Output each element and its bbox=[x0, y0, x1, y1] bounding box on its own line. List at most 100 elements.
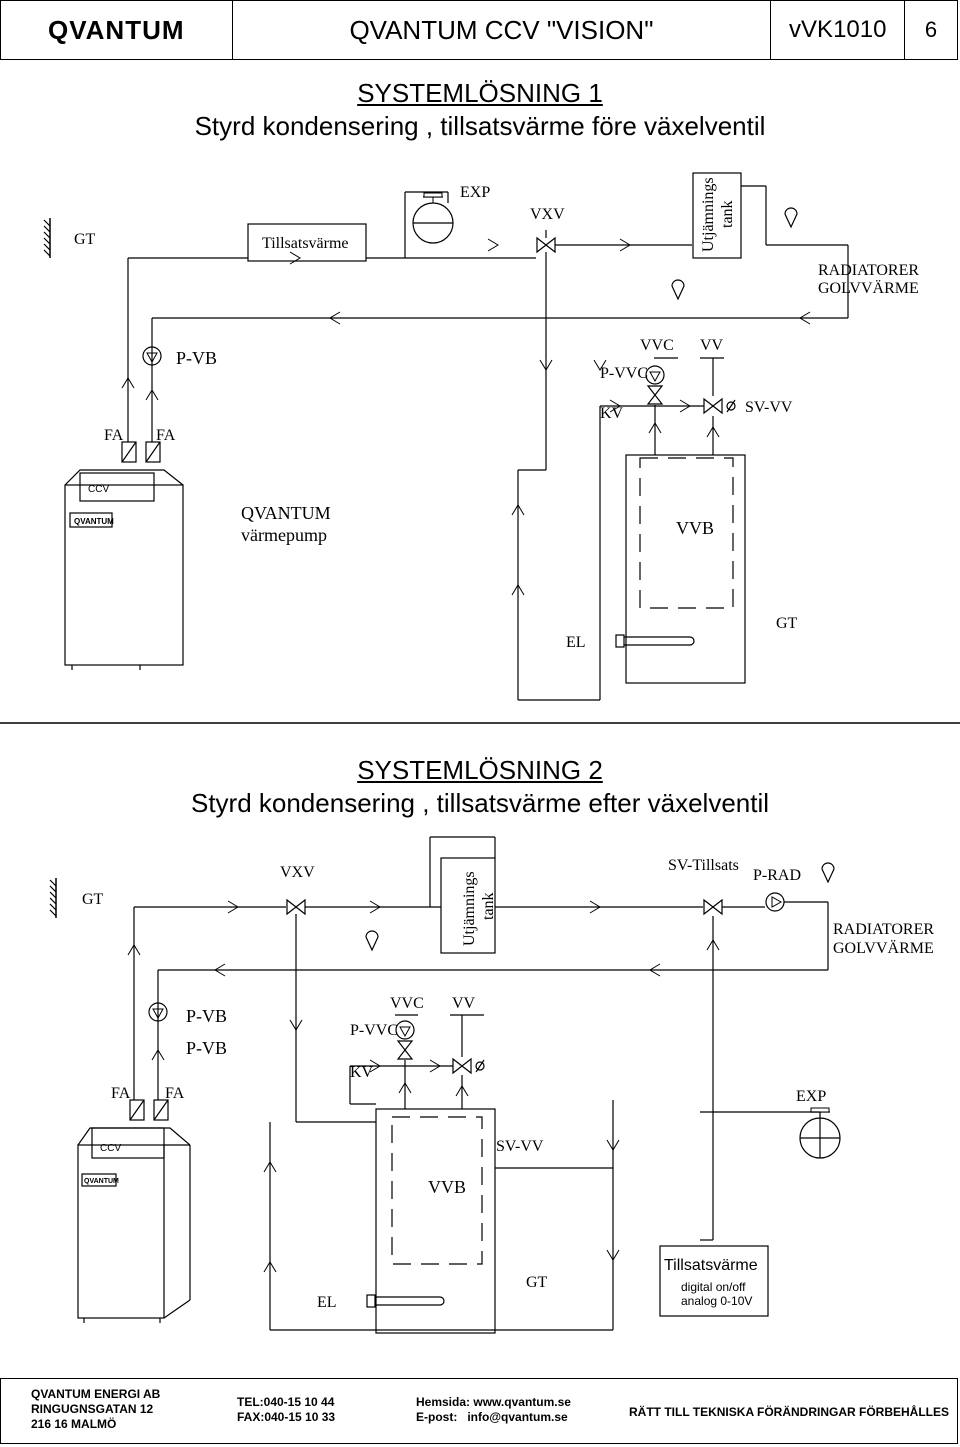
s1-label-gt-outdoor: GT bbox=[74, 231, 96, 248]
s2-label-pvb-1: P-VB bbox=[186, 1006, 227, 1026]
s2-utjamnings-tank bbox=[440, 857, 496, 954]
s1-label-fa-2: FA bbox=[156, 427, 176, 444]
s2-label-brand: QVANTUM bbox=[84, 1178, 119, 1185]
s2-label-fa-2: FA bbox=[165, 1085, 185, 1102]
s2-label-vvb: VVB bbox=[428, 1177, 466, 1197]
s1-label-exp: EXP bbox=[460, 184, 490, 201]
footer-company: QVANTUM ENERGI AB bbox=[31, 1387, 161, 1401]
system2-subtitle: Styrd kondensering , tillsatsvärme efter… bbox=[190, 788, 770, 818]
footer-web-link[interactable]: www.qvantum.se bbox=[473, 1395, 571, 1409]
prad-pump-icon bbox=[765, 892, 785, 912]
s2-label-tank: tank bbox=[480, 892, 497, 920]
s2-label-golvvarme: GOLVVÄRME bbox=[833, 939, 934, 957]
vxv-valve-icon bbox=[536, 237, 556, 253]
header-title: QVANTUM CCV "VISION" bbox=[349, 14, 654, 45]
s1-label-vxv: VXV bbox=[530, 206, 565, 223]
vvb-tank bbox=[625, 454, 746, 684]
footer-mail-label: E-post: bbox=[416, 1410, 458, 1424]
footer-address: QVANTUM ENERGI AB RINGUGNSGATAN 12 216 1… bbox=[31, 1387, 160, 1432]
footer-street: RINGUGNSGATAN 12 bbox=[31, 1402, 154, 1416]
s2-vvb-tank bbox=[375, 1108, 496, 1334]
system2-title: SYSTEMLÖSNING 2 bbox=[357, 755, 603, 785]
s2-vxv-valve-icon bbox=[286, 899, 306, 915]
tank-temp-sensor-icon bbox=[784, 207, 798, 228]
s2-return-sensor-icon bbox=[365, 930, 379, 951]
system2-diagram bbox=[49, 836, 841, 1334]
header-title-cell: QVANTUM CCV "VISION" bbox=[233, 1, 772, 59]
system1-title: SYSTEMLÖSNING 1 bbox=[357, 78, 603, 108]
s1-label-pvb: P-VB bbox=[176, 348, 217, 368]
s2-label-radiatorer: RADIATORER bbox=[833, 921, 934, 938]
s1-label-pvvc: P-VVC bbox=[600, 365, 648, 382]
s2-label-el: EL bbox=[317, 1294, 337, 1311]
header-logo-cell: QVANTUM bbox=[1, 1, 233, 59]
s1-label-ccv: CCV bbox=[88, 484, 109, 495]
s2-vvc-check-icon bbox=[397, 1040, 413, 1060]
s2-label-ccv: CCV bbox=[100, 1143, 121, 1154]
heatpump-cabinet bbox=[64, 484, 184, 666]
s2-radiator-sensor-icon bbox=[821, 862, 835, 883]
s2-label-vvc: VVC bbox=[390, 995, 424, 1012]
svvv-mixing-valve-icon bbox=[703, 398, 723, 414]
header-page-number: 6 bbox=[924, 17, 938, 42]
system1-diagram bbox=[43, 172, 849, 701]
footer-web: Hemsida: www.qvantum.se E-post: info@qva… bbox=[416, 1395, 571, 1425]
s2-tillsatsvarme-box bbox=[659, 1245, 769, 1317]
s2-pvvc-pump-icon bbox=[395, 1020, 415, 1040]
s2-label-vv: VV bbox=[452, 995, 476, 1012]
s2-label-analog: analog 0-10V bbox=[681, 1294, 752, 1308]
utjamnings-tank bbox=[692, 172, 742, 259]
s2-heatpump-cabinet bbox=[77, 1144, 165, 1319]
s1-label-vv: VV bbox=[700, 337, 724, 354]
return-temp-sensor-icon bbox=[671, 279, 685, 300]
header-doc-cell: vVK1010 bbox=[771, 1, 906, 59]
header-page-cell: 6 bbox=[905, 1, 957, 59]
sv-tillsats-valve-icon bbox=[703, 899, 723, 915]
s1-label-vvc: VVC bbox=[640, 337, 674, 354]
system2-heading: SYSTEMLÖSNING 2 Styrd kondensering , til… bbox=[0, 755, 960, 819]
tillsatsvarme-box bbox=[247, 223, 367, 262]
s1-label-radiatorer: RADIATORER bbox=[818, 262, 919, 279]
s2-label-prad: P-RAD bbox=[753, 867, 801, 884]
footer-fax: FAX:040-15 10 33 bbox=[237, 1410, 336, 1424]
system1-labels: GT Tillsatsvärme EXP VXV Utjämnings tank… bbox=[74, 177, 919, 651]
s2-label-svvv: SV-VV bbox=[496, 1138, 544, 1155]
s1-label-brand: QVANTUM bbox=[74, 517, 114, 526]
footer-mail-link[interactable]: info@qvantum.se bbox=[467, 1410, 568, 1424]
s1-label-tank: tank bbox=[719, 200, 736, 228]
s2-label-pvvc: P-VVC bbox=[350, 1022, 398, 1039]
s1-label-varmepump: värmepump bbox=[241, 525, 327, 545]
s2-label-digital: digital on/off bbox=[681, 1280, 746, 1294]
footer-city: 216 16 MALMÖ bbox=[31, 1417, 117, 1431]
s2-label-tillsatsvarme: Tillsatsvärme bbox=[664, 1257, 758, 1274]
s1-label-tillsatsvarme: Tillsatsvärme bbox=[262, 235, 349, 252]
s1-label-utjamnings: Utjämnings bbox=[700, 177, 717, 252]
s1-label-svvv: SV-VV bbox=[745, 399, 793, 416]
outdoor-sensor-mount-icon bbox=[43, 217, 51, 259]
footer-phone: TEL:040-15 10 44 FAX:040-15 10 33 bbox=[237, 1395, 335, 1425]
system1-subtitle: Styrd kondensering , tillsatsvärme före … bbox=[194, 111, 766, 141]
s2-label-gt-outdoor: GT bbox=[82, 891, 104, 908]
expansion-tank-icon bbox=[412, 192, 454, 244]
s2-label-pvb-2: P-VB bbox=[186, 1038, 227, 1058]
vvc-check-valve-icon bbox=[647, 385, 663, 405]
s2-label-utjamnings: Utjämnings bbox=[461, 871, 478, 946]
footer-tel: TEL:040-15 10 44 bbox=[237, 1395, 335, 1409]
footer-web-label: Hemsida: bbox=[416, 1395, 471, 1409]
s2-label-vxv: VXV bbox=[280, 864, 315, 881]
header-doc-code: vVK1010 bbox=[789, 16, 887, 43]
system2-labels: GT VXV Utjämnings tank SV-Tillsats P-RAD… bbox=[82, 857, 934, 1311]
s1-label-golvvarme: GOLVVÄRME bbox=[818, 279, 919, 297]
s1-label-vvb: VVB bbox=[676, 518, 714, 538]
s1-label-qvantum: QVANTUM bbox=[241, 503, 331, 523]
s2-label-exp: EXP bbox=[796, 1088, 826, 1105]
s2-label-fa-1: FA bbox=[111, 1085, 131, 1102]
s2-svvv-valve-icon bbox=[452, 1058, 472, 1074]
s1-label-el: EL bbox=[566, 634, 586, 651]
s1-label-gt-tank: GT bbox=[776, 615, 798, 632]
system1-heading: SYSTEMLÖSNING 1 Styrd kondensering , til… bbox=[0, 78, 960, 142]
s1-label-kv: KV bbox=[600, 405, 624, 422]
s2-label-gt-tank: GT bbox=[526, 1274, 548, 1291]
s2-label-kv: KV bbox=[350, 1064, 374, 1081]
